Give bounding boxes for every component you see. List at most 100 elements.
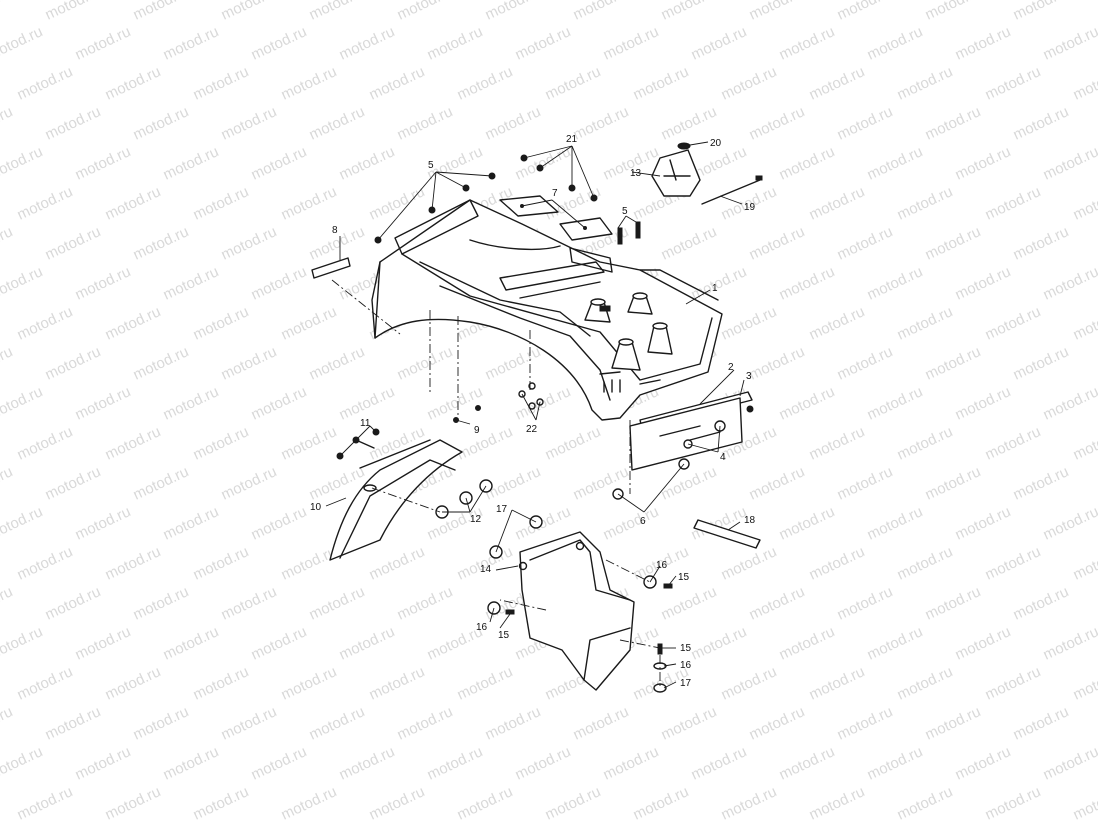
watermark-text: motod.ru xyxy=(483,703,544,743)
watermark-text: motod.ru xyxy=(279,423,340,463)
watermark-text: motod.ru xyxy=(719,783,780,823)
watermark-text: motod.ru xyxy=(43,223,104,263)
watermark-text: motod.ru xyxy=(777,503,838,543)
watermark-text: motod.ru xyxy=(43,0,104,24)
watermark-text: motod.ru xyxy=(483,103,544,143)
watermark-text: motod.ru xyxy=(395,103,456,143)
watermark-text: motod.ru xyxy=(307,703,368,743)
watermark-text: motod.ru xyxy=(1071,543,1098,583)
callout-15c: 15 xyxy=(680,643,692,654)
watermark-text: motod.ru xyxy=(455,663,516,703)
callout-16b: 16 xyxy=(476,622,488,633)
watermark-text: motod.ru xyxy=(543,423,604,463)
watermark-text: motod.ru xyxy=(367,63,428,103)
watermark-text: motod.ru xyxy=(73,743,134,783)
watermark-text: motod.ru xyxy=(337,23,398,63)
side-bracket-plate xyxy=(311,257,351,279)
watermark-text: motod.ru xyxy=(983,543,1044,583)
watermark-text: motod.ru xyxy=(395,343,456,383)
watermark-text: motod.ru xyxy=(191,303,252,343)
watermark-text: motod.ru xyxy=(953,263,1014,303)
watermark-text: motod.ru xyxy=(191,543,252,583)
watermark-text: motod.ru xyxy=(543,63,604,103)
watermark-text: motod.ru xyxy=(15,63,76,103)
watermark-text: motod.ru xyxy=(131,343,192,383)
watermark-text: motod.ru xyxy=(513,143,574,183)
assembly-lines xyxy=(331,279,661,688)
watermark-text: motod.ru xyxy=(161,383,222,423)
watermark-text: motod.ru xyxy=(279,663,340,703)
watermark-text: motod.ru xyxy=(601,23,662,63)
watermark-text: motod.ru xyxy=(923,343,984,383)
watermark-text: motod.ru xyxy=(923,703,984,743)
watermark-text: motod.ru xyxy=(659,223,720,263)
callout-5b: 5 xyxy=(622,206,628,217)
watermark-text: motod.ru xyxy=(249,623,310,663)
watermark-text: motod.ru xyxy=(395,703,456,743)
cable-tie xyxy=(701,175,763,205)
watermark-text: motod.ru xyxy=(953,383,1014,423)
watermark-text: motod.ru xyxy=(73,503,134,543)
watermark-text: motod.ru xyxy=(1071,63,1098,103)
watermark-text: motod.ru xyxy=(1071,663,1098,703)
watermark-text: motod.ru xyxy=(777,383,838,423)
watermark-text: motod.ru xyxy=(1041,743,1098,783)
watermark-text: motod.ru xyxy=(161,263,222,303)
watermark-text: motod.ru xyxy=(865,383,926,423)
watermark-text: motod.ru xyxy=(983,663,1044,703)
watermark-text: motod.ru xyxy=(219,343,280,383)
hinge-plates xyxy=(499,195,613,241)
watermark-text: motod.ru xyxy=(249,143,310,183)
watermark-text: motod.ru xyxy=(1041,623,1098,663)
callout-4: 4 xyxy=(720,452,726,463)
watermark-text: motod.ru xyxy=(895,423,956,463)
watermark-text: motod.ru xyxy=(0,223,15,263)
callout-14: 14 xyxy=(480,564,492,575)
watermark-text: motod.ru xyxy=(0,103,15,143)
watermark-text: motod.ru xyxy=(191,63,252,103)
watermark-text: motod.ru xyxy=(777,623,838,663)
watermark-text: motod.ru xyxy=(689,743,750,783)
watermark-text: motod.ru xyxy=(1071,783,1098,823)
watermark-text: motod.ru xyxy=(807,63,868,103)
watermark-text: motod.ru xyxy=(1011,223,1072,263)
watermark-text: motod.ru xyxy=(43,343,104,383)
watermark-text: motod.ru xyxy=(279,183,340,223)
watermark-text: motod.ru xyxy=(249,503,310,543)
watermark-text: motod.ru xyxy=(835,703,896,743)
watermark-text: motod.ru xyxy=(953,23,1014,63)
callout-16c: 16 xyxy=(680,660,692,671)
watermark-text: motod.ru xyxy=(953,743,1014,783)
leader-lines xyxy=(325,141,745,689)
callout-2: 2 xyxy=(728,362,734,373)
watermark-text: motod.ru xyxy=(0,143,45,183)
watermark-text: motod.ru xyxy=(835,223,896,263)
watermark-text: motod.ru xyxy=(249,383,310,423)
watermark-text: motod.ru xyxy=(15,783,76,823)
callout-7: 7 xyxy=(552,188,558,199)
callout-6: 6 xyxy=(640,516,646,527)
watermark-text: motod.ru xyxy=(161,23,222,63)
watermark-text: motod.ru xyxy=(219,223,280,263)
watermark-text: motod.ru xyxy=(0,583,15,623)
watermark-text: motod.ru xyxy=(0,0,15,24)
callout-15b: 15 xyxy=(498,630,510,641)
watermark-text: motod.ru xyxy=(307,343,368,383)
watermark-text: motod.ru xyxy=(1011,103,1072,143)
watermark-text: motod.ru xyxy=(131,223,192,263)
watermark-text: motod.ru xyxy=(953,503,1014,543)
watermark-text: motod.ru xyxy=(923,0,984,24)
watermark-text: motod.ru xyxy=(0,23,45,63)
callout-17b: 17 xyxy=(680,678,692,689)
watermark-text: motod.ru xyxy=(865,143,926,183)
watermark-text: motod.ru xyxy=(865,23,926,63)
watermark-text: motod.ru xyxy=(337,623,398,663)
watermark-text: motod.ru xyxy=(719,303,780,343)
watermark-text: motod.ru xyxy=(923,583,984,623)
watermark-text: motod.ru xyxy=(279,543,340,583)
watermark-text: motod.ru xyxy=(191,663,252,703)
watermark-text: motod.ru xyxy=(73,623,134,663)
watermark-text: motod.ru xyxy=(43,583,104,623)
watermark-text: motod.ru xyxy=(601,503,662,543)
watermark-text: motod.ru xyxy=(1041,503,1098,543)
